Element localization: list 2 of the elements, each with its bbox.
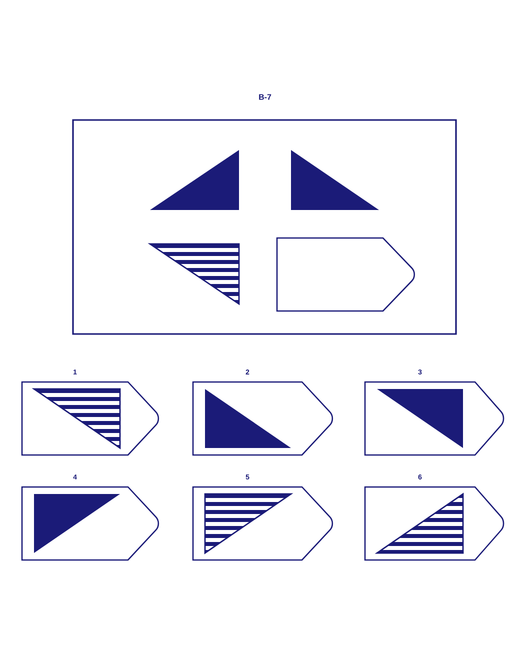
empty-tag <box>276 237 415 312</box>
title: B-7 <box>259 94 272 100</box>
